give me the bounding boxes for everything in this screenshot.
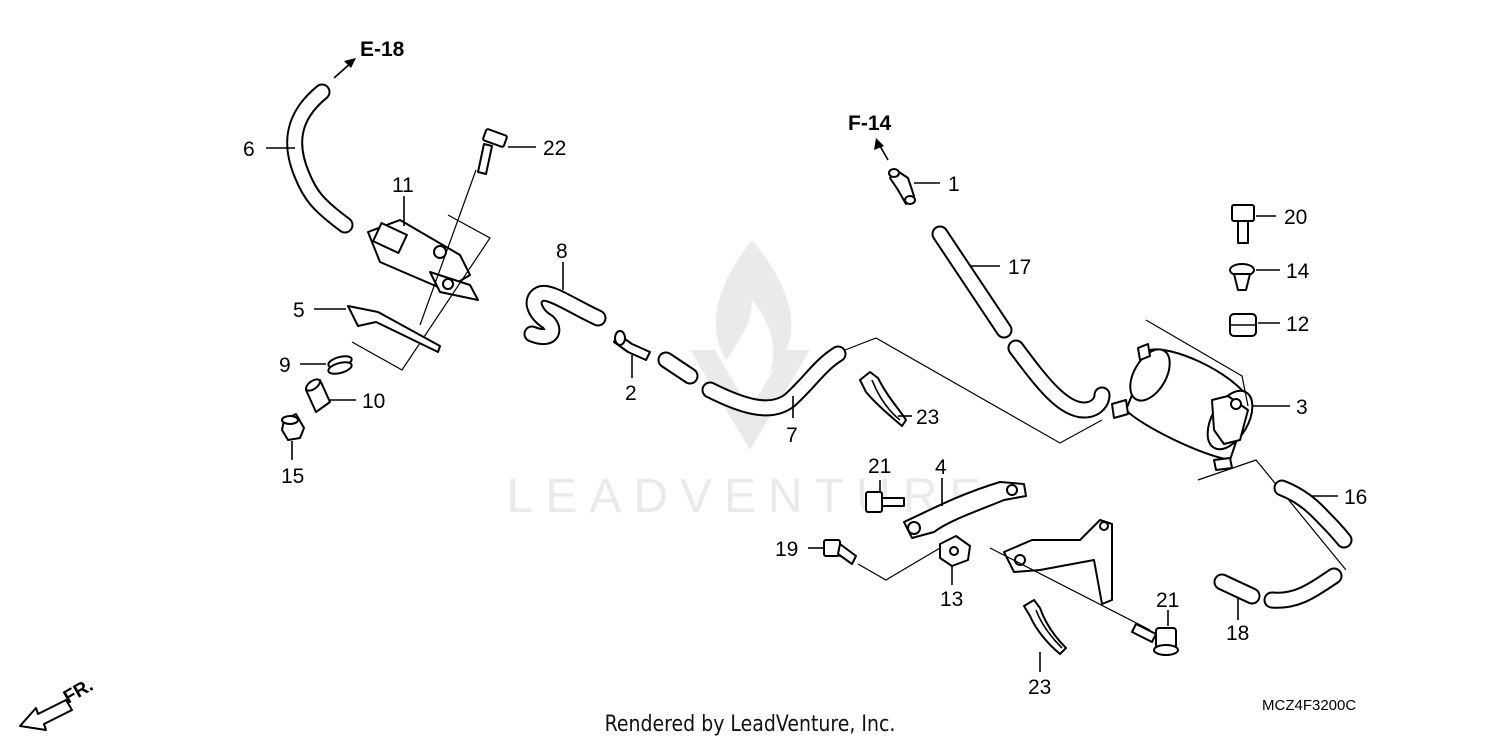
front-arrow-icon xyxy=(19,699,73,731)
bolt-20[interactable] xyxy=(1231,204,1255,244)
watermark: LEADVENTURE xyxy=(507,240,994,523)
callout-12: 12 xyxy=(1286,313,1309,336)
bolt-21-upper[interactable] xyxy=(865,491,905,513)
bolt-22[interactable] xyxy=(477,128,508,175)
callout-10: 10 xyxy=(362,390,385,413)
diagram-code: MCZ4F3200C xyxy=(1262,697,1357,714)
solenoid-valve-11[interactable] xyxy=(367,219,479,301)
grommet-9[interactable] xyxy=(327,354,353,376)
callout-18: 18 xyxy=(1226,622,1249,645)
callout-4: 4 xyxy=(935,456,947,479)
clip-13[interactable] xyxy=(939,535,971,567)
callout-22: 22 xyxy=(543,137,566,160)
rubber-mount-12[interactable] xyxy=(1229,313,1257,337)
callout-1: 1 xyxy=(948,173,960,196)
callout-5: 5 xyxy=(293,299,305,322)
callout-6: 6 xyxy=(243,138,255,161)
watermark-text: LEADVENTURE xyxy=(507,470,994,523)
ref-f14-label[interactable]: F-14 xyxy=(848,112,892,135)
clamp-23-lower[interactable] xyxy=(1023,599,1067,655)
callout-7: 7 xyxy=(786,424,798,447)
callout-3: 3 xyxy=(1296,396,1308,419)
hose-8[interactable] xyxy=(523,284,607,346)
ref-e18-arrow-icon xyxy=(333,58,356,79)
callout-23-upper: 23 xyxy=(916,406,939,429)
callout-9: 9 xyxy=(279,354,291,377)
callout-21-upper: 21 xyxy=(868,455,891,478)
credit-line: Rendered by LeadVenture, Inc. xyxy=(604,712,896,737)
ref-e18-label[interactable]: E-18 xyxy=(360,38,405,61)
stay-4[interactable] xyxy=(903,481,1113,605)
watermark-flame-icon xyxy=(715,240,792,372)
collar-10[interactable] xyxy=(304,377,331,413)
callout-23-lower: 23 xyxy=(1028,676,1051,699)
clamp-23-upper[interactable] xyxy=(859,371,907,427)
callout-14: 14 xyxy=(1286,260,1310,283)
collar-14[interactable] xyxy=(1229,263,1255,291)
nut-15[interactable] xyxy=(281,413,305,441)
ref-f14-arrow-icon xyxy=(874,138,889,161)
bolt-21-lower[interactable] xyxy=(1131,623,1179,656)
callout-21-lower: 21 xyxy=(1156,589,1179,612)
tube-short[interactable] xyxy=(657,351,699,385)
bolt-19[interactable] xyxy=(823,539,857,565)
hose-18[interactable] xyxy=(1213,567,1343,609)
callout-15: 15 xyxy=(281,465,304,488)
callout-20: 20 xyxy=(1284,206,1307,229)
callout-13: 13 xyxy=(940,588,963,611)
callout-2: 2 xyxy=(625,382,637,405)
callout-17: 17 xyxy=(1008,256,1031,279)
hose-7[interactable] xyxy=(701,345,847,417)
canister-3[interactable] xyxy=(1111,343,1262,471)
hose-6[interactable] xyxy=(286,83,354,234)
joint-2[interactable] xyxy=(613,330,651,361)
plate-5[interactable] xyxy=(347,305,441,353)
watermark-v-icon xyxy=(690,350,810,450)
callout-8: 8 xyxy=(556,240,568,263)
callout-11: 11 xyxy=(392,174,414,197)
joint-1[interactable] xyxy=(888,168,916,205)
callout-19: 19 xyxy=(775,538,798,561)
hose-17[interactable] xyxy=(931,225,1111,419)
hose-16[interactable] xyxy=(1273,479,1353,549)
callout-16: 16 xyxy=(1344,486,1367,509)
